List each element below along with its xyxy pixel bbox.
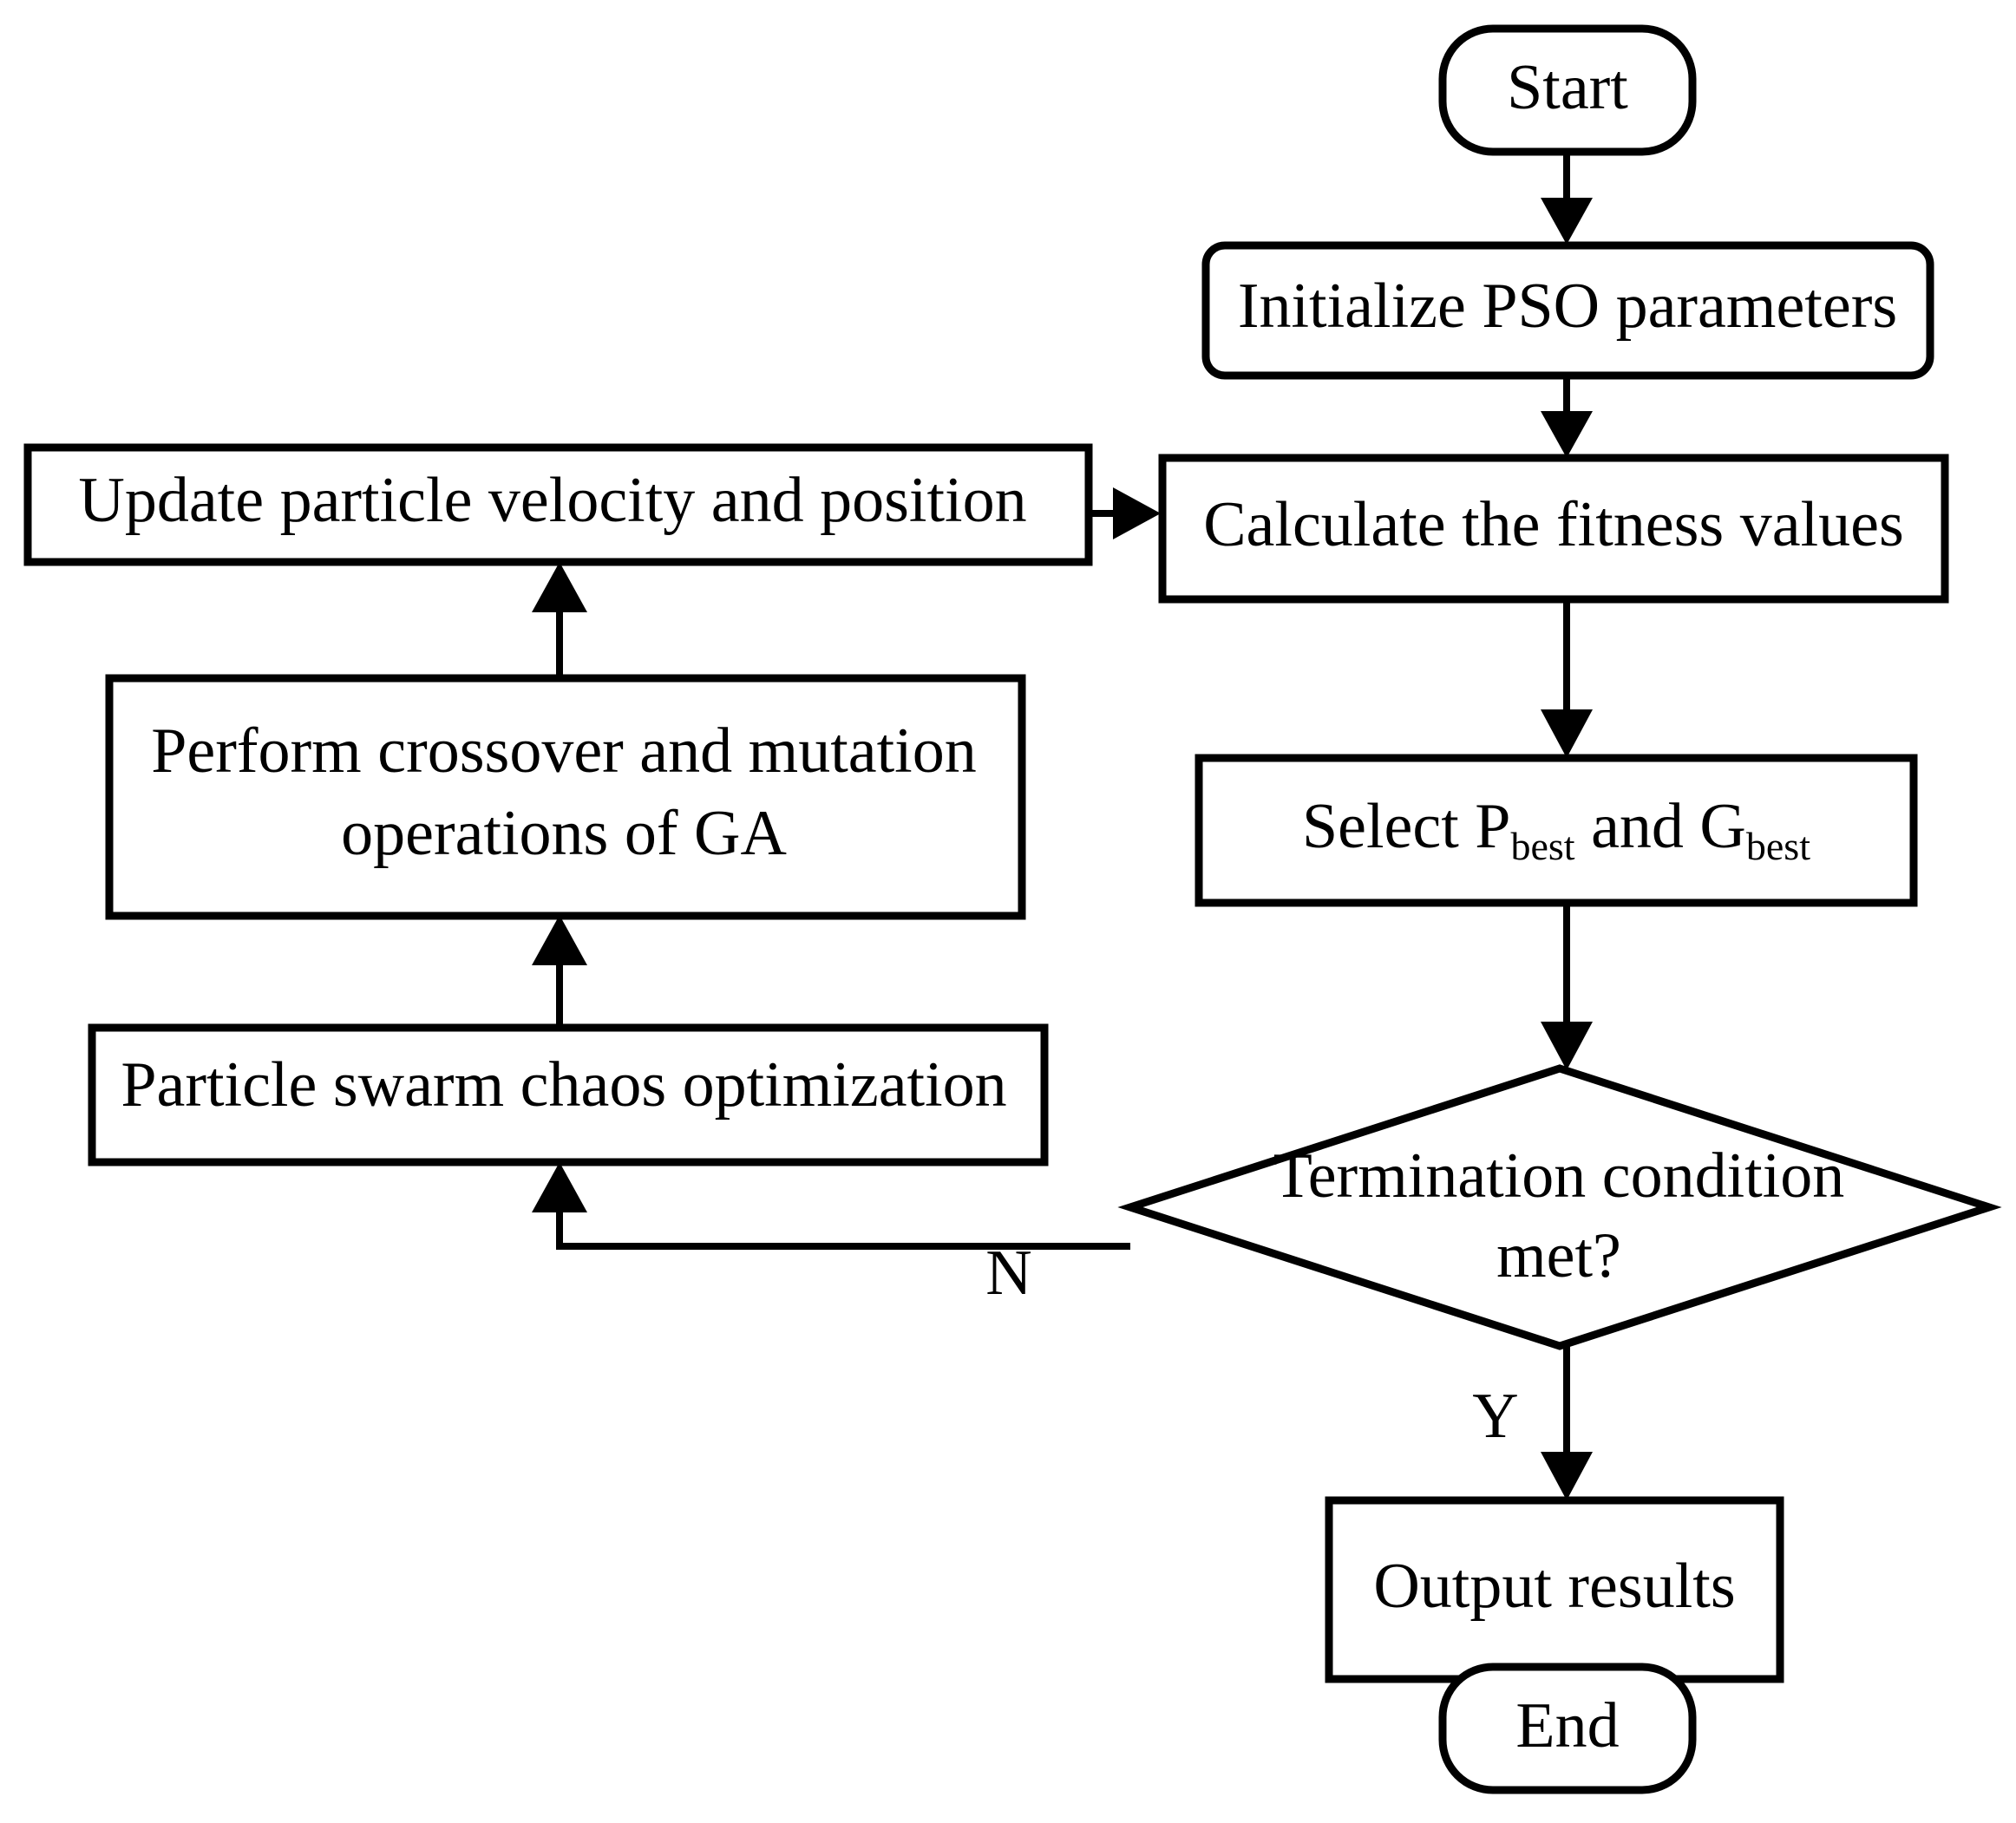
- node-init-label: Initialize PSO parameters: [1238, 271, 1897, 342]
- node-start-label: Start: [1507, 52, 1628, 123]
- node-chaos-shape[interactable]: [88, 1023, 1049, 1166]
- node-crossover-shape[interactable]: [105, 674, 1026, 920]
- node-crossover-label-line1: Perform crossover and mutation: [151, 715, 977, 787]
- node-select-shape[interactable]: [1195, 754, 1918, 907]
- node-crossover-label-line2: operations of GA: [341, 798, 787, 869]
- node-end-shape[interactable]: [1438, 1663, 1697, 1794]
- node-select-label-prefix: Select P: [1302, 791, 1510, 862]
- node-select-label-sub2: best: [1746, 824, 1810, 868]
- node-calculate-label: Calculate the fitness values: [1203, 489, 1904, 560]
- node-calculate-shape[interactable]: [1158, 454, 1949, 604]
- edge-calculate-to-select: [1541, 598, 1593, 758]
- node-select-label-sub1: best: [1510, 824, 1574, 868]
- node-select-label: Select Pbest and Gbest: [1302, 791, 1810, 868]
- node-termination-label-line1: Termination condition: [1273, 1140, 1845, 1212]
- edge-select-to-termination: [1541, 902, 1593, 1070]
- node-end-label: End: [1515, 1690, 1619, 1761]
- node-init-shape[interactable]: [1201, 241, 1934, 380]
- edge-crossover-to-update: [532, 562, 587, 678]
- edge-start-to-init: [1541, 152, 1593, 245]
- edge-termination-to-output: [1541, 1346, 1593, 1500]
- node-select-label-middle: and G: [1575, 791, 1746, 862]
- edge-termination-to-chaos: [532, 1162, 1130, 1250]
- edge-label-yes: Y: [1472, 1381, 1518, 1452]
- edge-init-to-calculate: [1541, 375, 1593, 458]
- node-chaos-label: Particle swarm chaos optimization: [121, 1049, 1006, 1121]
- node-update-label: Update particle velocity and position: [78, 465, 1026, 536]
- node-start-shape[interactable]: [1438, 24, 1697, 156]
- edge-chaos-to-crossover: [532, 915, 587, 1028]
- node-termination-label-line2: met?: [1496, 1220, 1621, 1291]
- edge-update-to-calculate: [1089, 487, 1161, 539]
- node-update-shape[interactable]: [23, 443, 1093, 566]
- edge-label-no: N: [985, 1238, 1031, 1309]
- node-termination-shape[interactable]: [1117, 1064, 2002, 1350]
- node-output-label: Output results: [1373, 1551, 1735, 1622]
